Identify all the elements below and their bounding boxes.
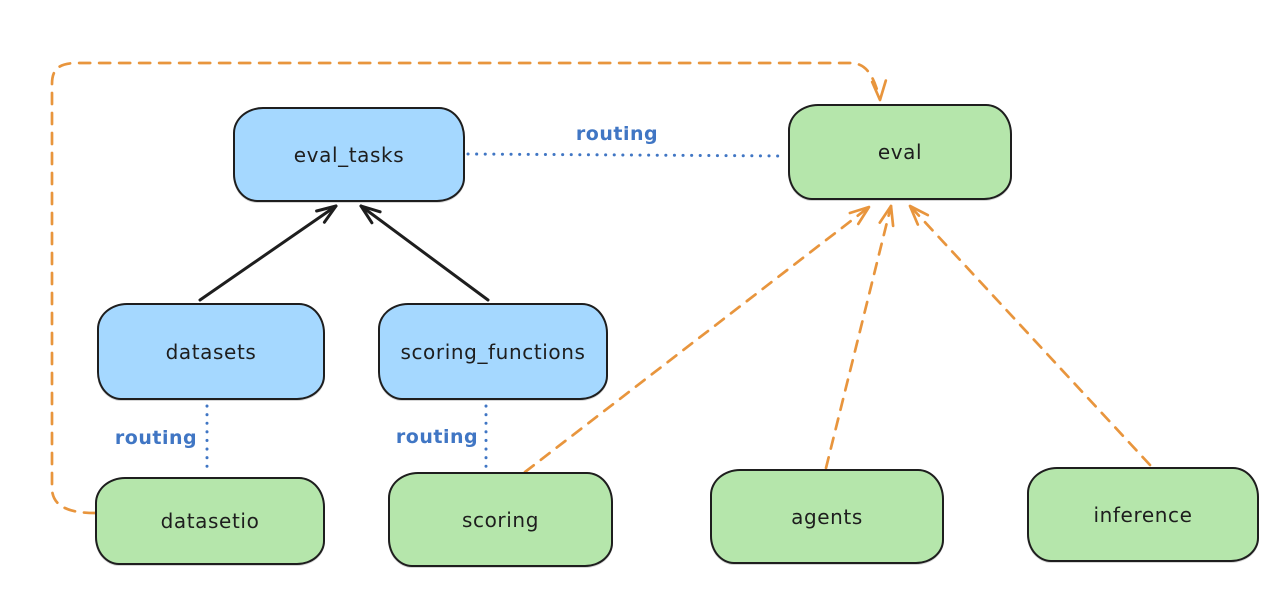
node-label: datasets <box>165 339 257 364</box>
arrowhead-icon <box>870 79 888 102</box>
routing-label: routing <box>396 426 478 448</box>
arrowhead-icon <box>315 204 338 224</box>
edge-shaft <box>523 205 871 474</box>
node-eval: eval <box>788 104 1012 200</box>
edge-shaft <box>198 204 338 302</box>
edge-shaft <box>50 61 881 515</box>
node-label: scoring_functions <box>400 339 586 364</box>
routing-label: routing <box>115 427 197 449</box>
node-scoring: scoring <box>388 472 613 567</box>
arrowhead-icon <box>359 204 382 225</box>
arrowhead-icon <box>878 204 895 228</box>
edge-datasetio-to-eval <box>50 61 888 515</box>
edge-shaft <box>908 204 1152 467</box>
node-label: scoring <box>461 507 539 532</box>
node-eval-tasks: eval_tasks <box>233 107 465 202</box>
edge-scoring-functions-to-eval-tasks <box>359 204 490 302</box>
edge-datasets-to-eval-tasks <box>198 204 338 302</box>
node-inference: inference <box>1027 467 1259 562</box>
edge-shaft <box>466 152 788 158</box>
node-label: agents <box>791 504 863 529</box>
node-agents: agents <box>710 469 944 564</box>
edge-agents-to-eval <box>824 204 895 470</box>
arrowhead-icon <box>908 204 930 226</box>
node-datasets: datasets <box>97 303 325 400</box>
node-label: datasetio <box>160 509 260 533</box>
edge-shaft <box>824 204 893 470</box>
node-label: eval <box>877 140 923 164</box>
edge-scoring-to-eval <box>523 205 871 474</box>
node-label: eval_tasks <box>293 142 405 167</box>
routing-label: routing <box>576 123 658 145</box>
node-datasetio: datasetio <box>95 477 325 565</box>
edge-inference-to-eval <box>908 204 1152 467</box>
node-label: inference <box>1093 502 1193 527</box>
arrowhead-icon <box>848 205 871 226</box>
edge-scoring-functions-to-scoring-routing: routing <box>396 404 488 471</box>
edge-eval-tasks-to-eval-routing: routing <box>466 123 788 158</box>
edge-datasets-to-datasetio-routing: routing <box>115 404 209 475</box>
edge-shaft <box>359 204 490 302</box>
node-scoring-functions: scoring_functions <box>378 303 608 400</box>
